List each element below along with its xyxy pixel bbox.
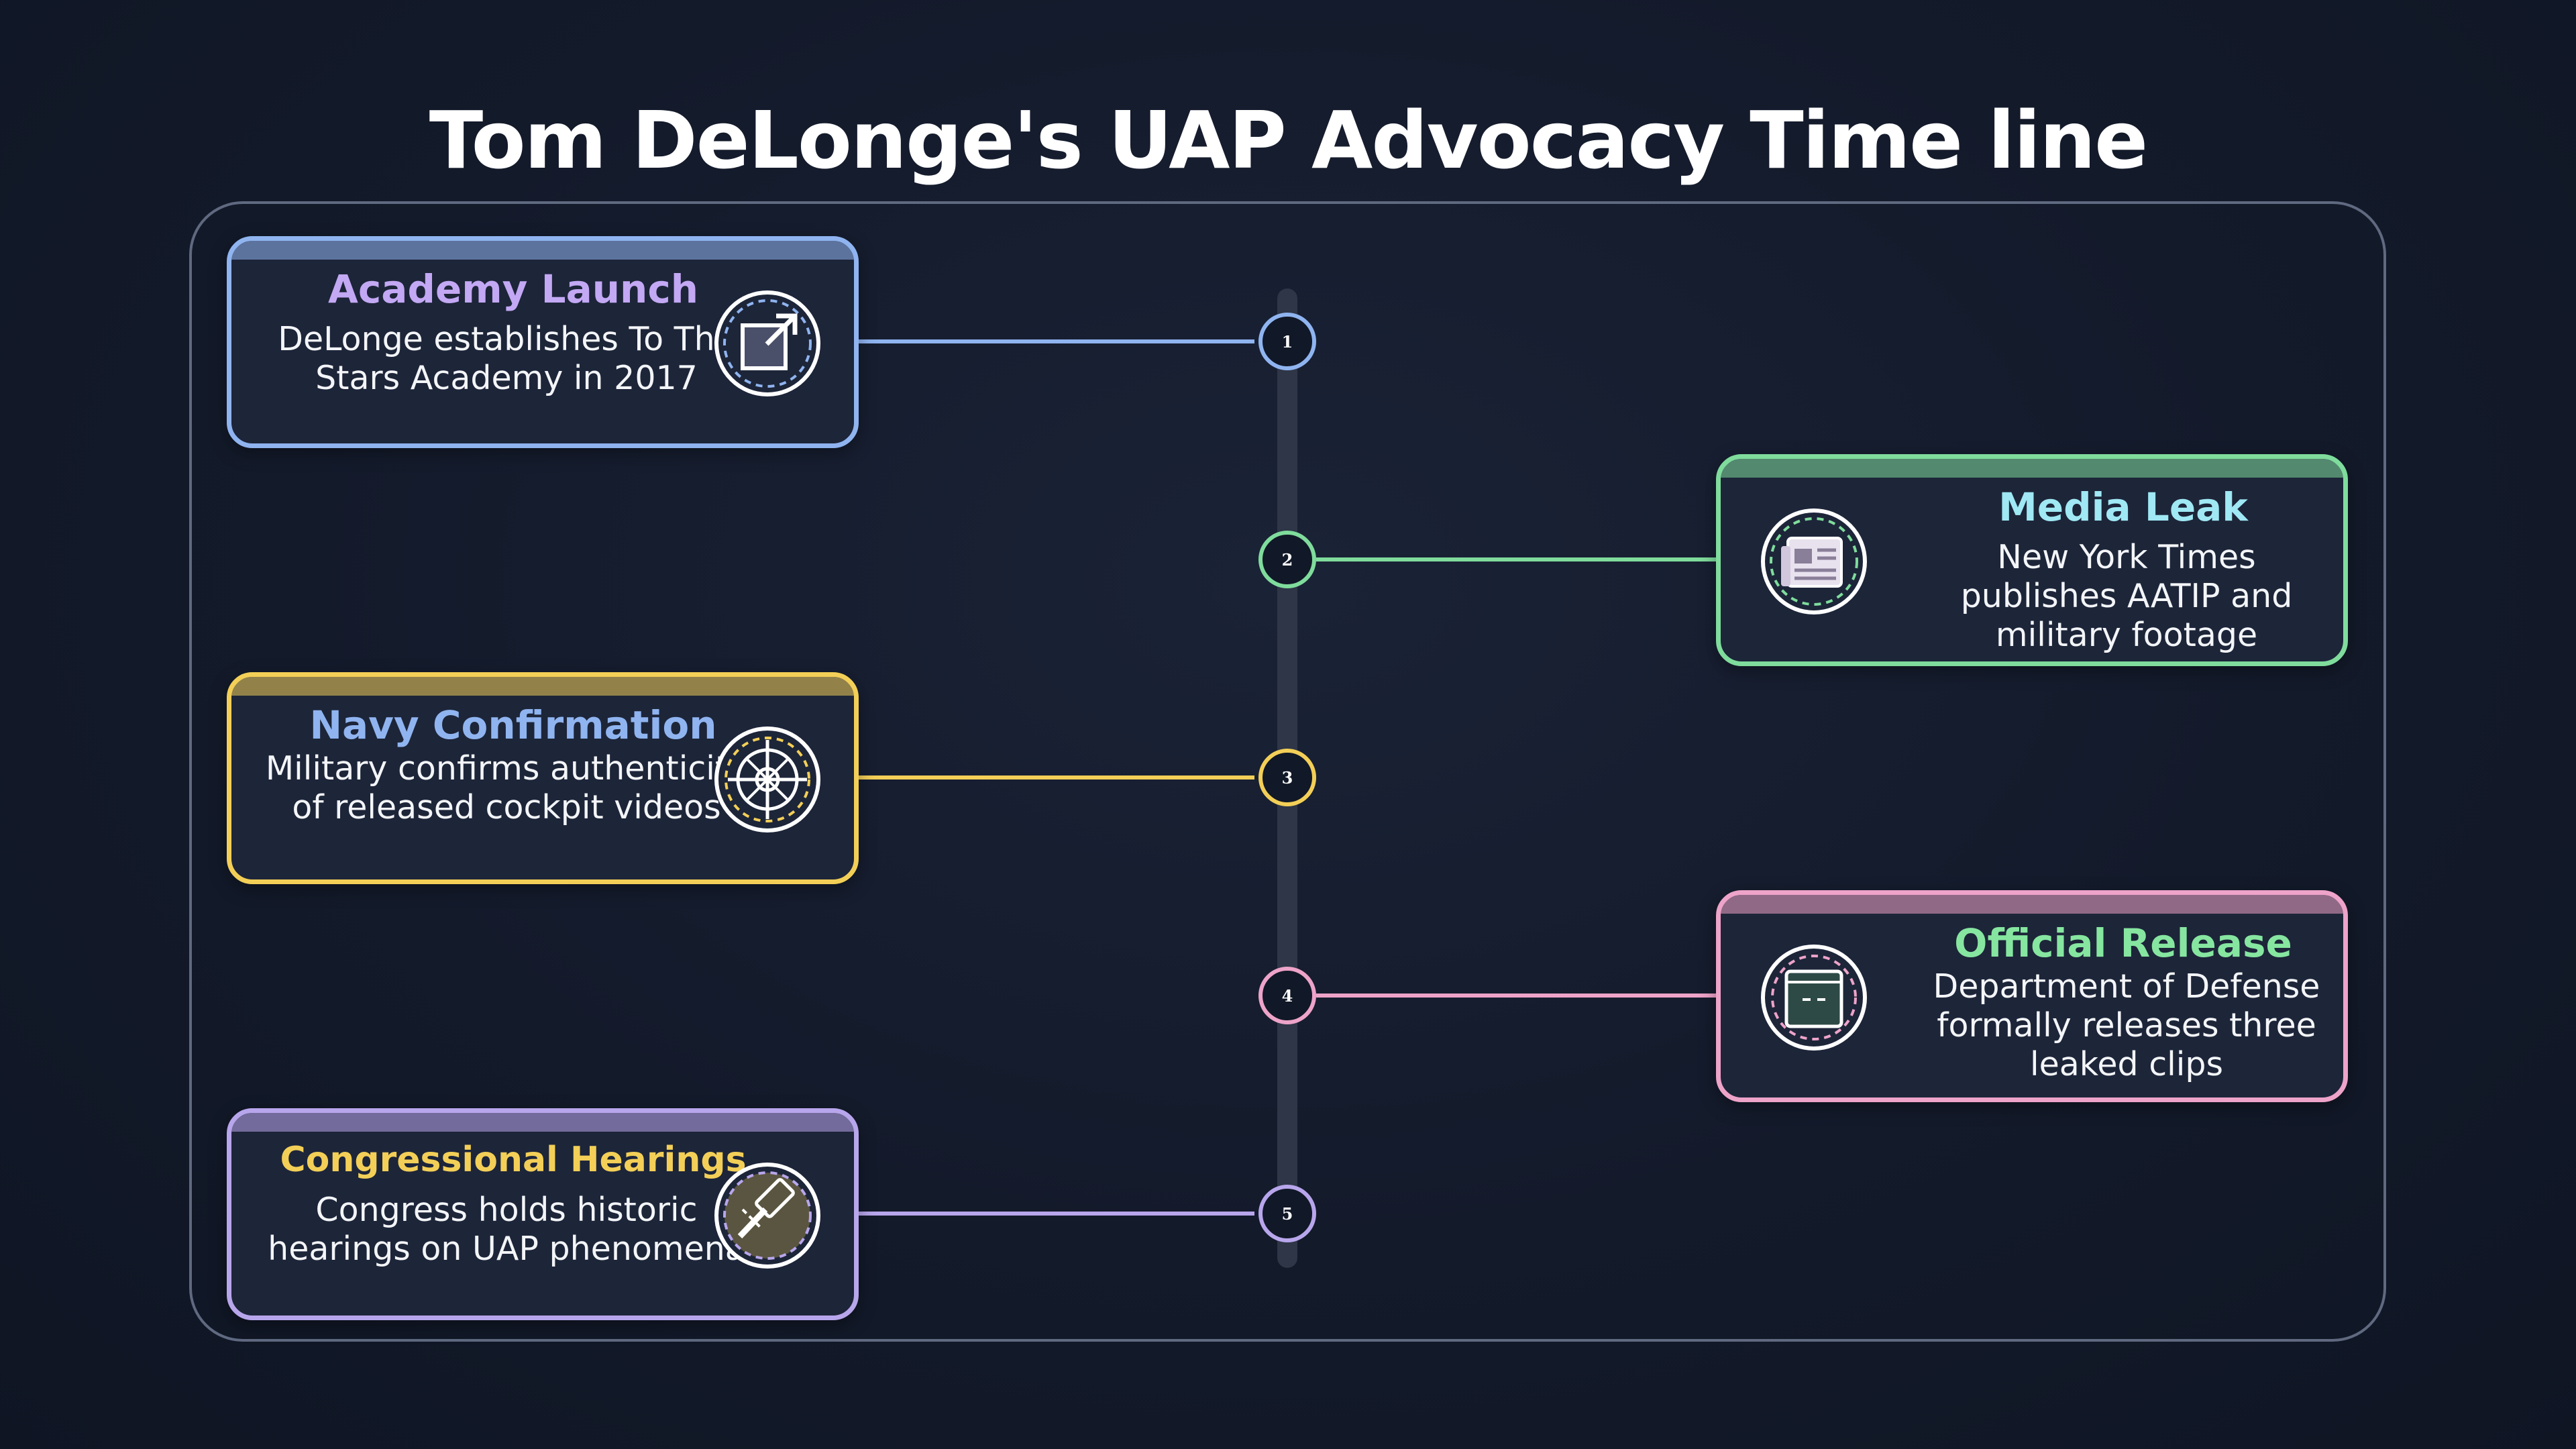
connector-5 [859, 1212, 1254, 1216]
event-title: Academy Launch [327, 266, 699, 312]
card-header-band [231, 241, 854, 260]
timeline-node-2: 2 [1258, 531, 1316, 588]
event-title: Congressional Hearings [280, 1140, 747, 1180]
connector-2 [1316, 557, 1719, 561]
video-clip-icon [1760, 943, 1868, 1052]
card-header-band [1721, 895, 2343, 914]
event-description: DeLonge establishes To The Stars Academy… [278, 320, 735, 397]
connector-4 [1316, 994, 1719, 998]
event-description: Department of Defense formally releases … [1933, 967, 2320, 1083]
event-card-navy-confirmation: Navy Confirmation Military confirms auth… [227, 672, 859, 884]
timeline-node-5: 5 [1258, 1185, 1316, 1242]
event-card-academy-launch: Academy Launch DeLonge establishes To Th… [227, 236, 859, 448]
event-title: Official Release [1954, 920, 2292, 966]
gavel-icon [713, 1161, 822, 1270]
event-card-congressional-hearings: Congressional Hearings Congress holds hi… [227, 1108, 859, 1320]
event-card-official-release: Official Release Department of Defense f… [1716, 890, 2348, 1102]
card-header-band [231, 1113, 854, 1132]
timeline-node-4: 4 [1258, 967, 1316, 1024]
connector-3 [859, 775, 1254, 780]
external-link-icon [713, 289, 822, 398]
event-description: Congress holds historic hearings on UAP … [268, 1191, 745, 1268]
event-description: New York Times publishes AATIP and milit… [1960, 538, 2293, 654]
timeline-frame [189, 201, 2386, 1342]
timeline-node-1: 1 [1258, 313, 1316, 370]
event-title: Media Leak [1998, 484, 2248, 530]
event-card-media-leak: Media Leak New York Times publishes AATI… [1716, 454, 2348, 666]
event-description: Military confirms authenticity of releas… [265, 749, 748, 826]
newspaper-icon [1760, 507, 1868, 616]
event-title: Navy Confirmation [309, 702, 717, 748]
card-header-band [1721, 459, 2343, 478]
crosshair-icon [713, 725, 822, 834]
page-title: Tom DeLonge's UAP Advocacy Time line [429, 94, 2148, 186]
connector-1 [859, 339, 1254, 343]
card-header-band [231, 677, 854, 696]
timeline-node-3: 3 [1258, 749, 1316, 806]
